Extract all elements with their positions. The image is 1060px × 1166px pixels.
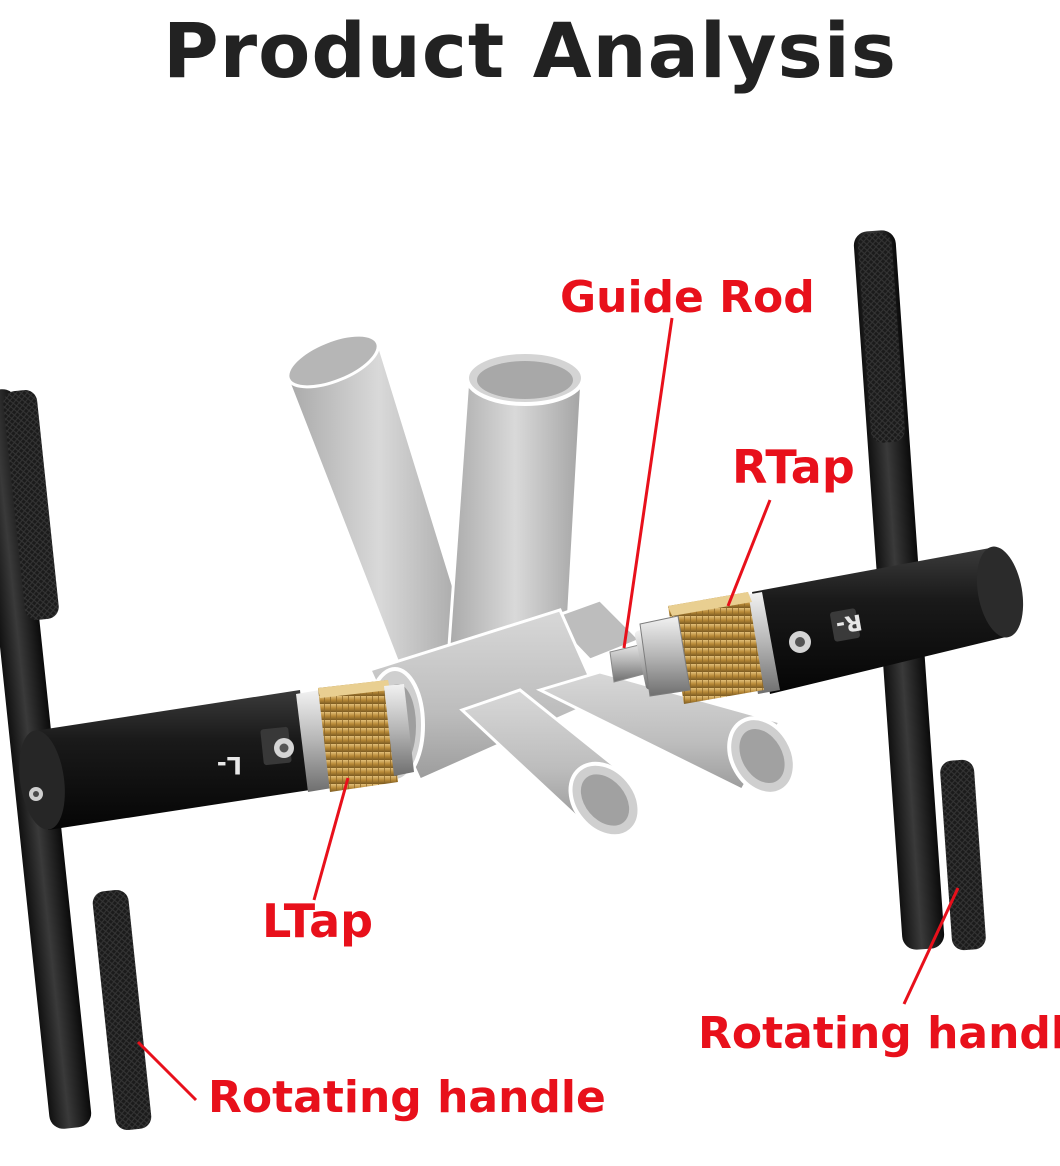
r-tap-leader bbox=[726, 499, 772, 607]
left-tool: L- bbox=[0, 389, 414, 1131]
rotating-handle-left-label: Rotating handle bbox=[208, 1072, 606, 1123]
frame-tubes bbox=[286, 333, 797, 839]
l-tap-leader bbox=[312, 777, 350, 901]
right-tool: R- bbox=[639, 230, 1024, 951]
left-handle-leader bbox=[136, 1040, 198, 1102]
right-body-mark: R- bbox=[834, 608, 864, 637]
leader-lines bbox=[136, 317, 960, 1102]
left-body-mark: L- bbox=[217, 751, 242, 779]
page-title: Product Analysis bbox=[162, 5, 898, 95]
r-tap-label: RTap bbox=[732, 440, 855, 494]
right-handle-leader bbox=[902, 887, 960, 1005]
l-tap-label: LTap bbox=[262, 894, 374, 948]
rotating-handle-right-label: Rotating handle bbox=[698, 1008, 1060, 1059]
guide-rod-label: Guide Rod bbox=[560, 272, 815, 323]
guide-rod-leader bbox=[622, 317, 674, 649]
